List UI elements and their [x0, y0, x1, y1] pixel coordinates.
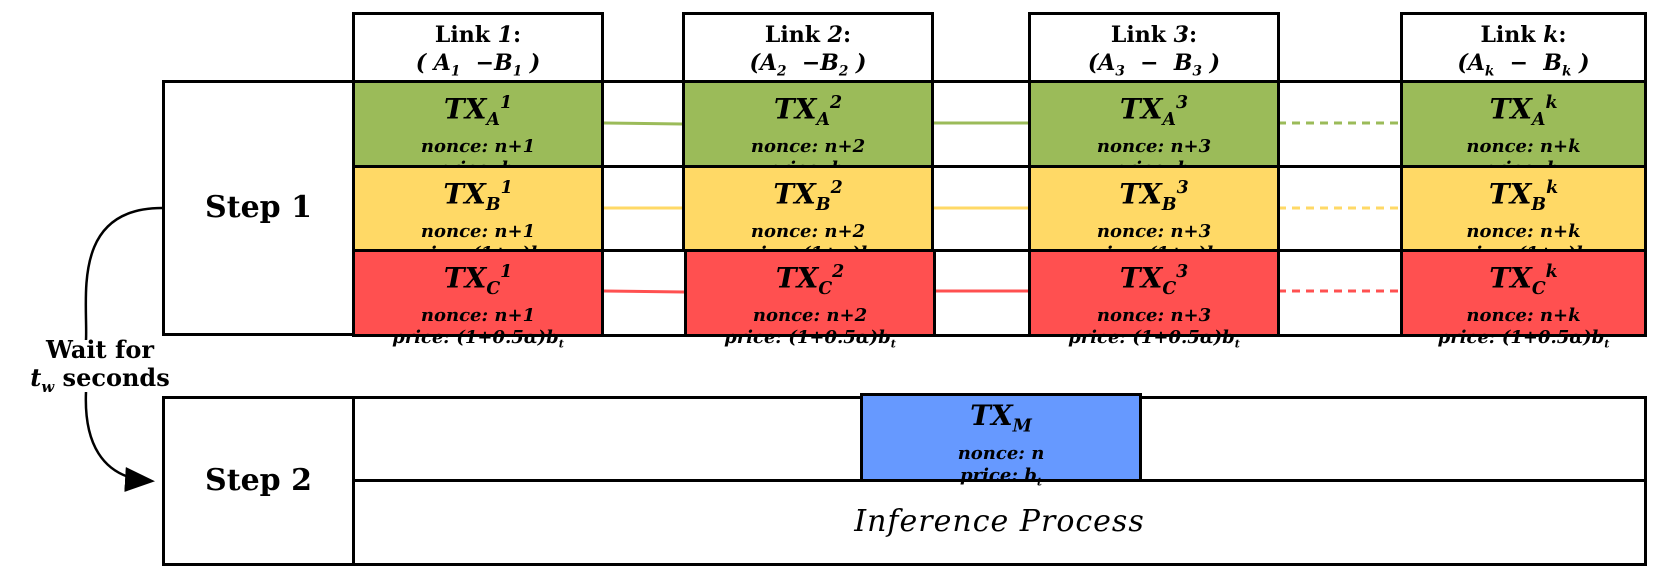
- wait-line1: Wait for: [46, 335, 154, 364]
- link-1-header: Link 1: ( A1 −B1 ): [352, 12, 604, 83]
- link-1-pair: ( A1 −B1 ): [415, 50, 541, 80]
- tx-c-1-name: TXC1: [443, 261, 513, 299]
- tx-c-k: TXCk nonce: n+k price: (1+0.5α)bt: [1400, 249, 1647, 351]
- tx-b-k-nonce: nonce: n+k: [1466, 220, 1581, 242]
- tx-b-3-name: TXB3: [1119, 177, 1189, 215]
- tx-c-1-price: price: (1+0.5α)bt: [392, 326, 564, 351]
- tx-c-1: TXC1 nonce: n+1 price: (1+0.5α)bt: [352, 249, 604, 351]
- tx-b-3-nonce: nonce: n+3: [1096, 220, 1212, 242]
- tx-b-1-name: TXB1: [443, 177, 513, 215]
- tx-a-2-name: TXA2: [773, 92, 843, 130]
- tx-a-1-name: TXA1: [443, 92, 513, 130]
- tx-b-3: TXB3 nonce: n+3 price: (1+α)bt: [1028, 165, 1280, 267]
- tx-m-name: TXM: [970, 399, 1032, 437]
- tx-b-k: TXBk nonce: n+k price: (1+α)bt: [1400, 165, 1647, 267]
- link-k-pair: (Ak − Bk ): [1457, 50, 1590, 80]
- link-3-header: Link 3: (A3 − B3 ): [1028, 12, 1280, 83]
- tx-c-2-nonce: nonce: n+2: [752, 304, 868, 326]
- link-k-title: Link k:: [1480, 22, 1567, 48]
- tx-a-1-nonce: nonce: n+1: [420, 135, 536, 157]
- tx-b-1-nonce: nonce: n+1: [420, 220, 536, 242]
- tx-c-3-nonce: nonce: n+3: [1096, 304, 1212, 326]
- tx-c-2: TXC2 nonce: n+2 price: (1+0.5α)bt: [684, 249, 936, 351]
- tx-a-2-nonce: nonce: n+2: [750, 135, 866, 157]
- link-3-pair: (A3 − B3 ): [1087, 50, 1221, 80]
- tx-a-3-nonce: nonce: n+3: [1096, 135, 1212, 157]
- step1-label: Step 1: [205, 190, 312, 225]
- step1-band-mid2: [352, 249, 1647, 252]
- tx-c-k-price: price: (1+0.5α)bt: [1437, 326, 1610, 351]
- tx-c-3-price: price: (1+0.5α)bt: [1068, 326, 1240, 351]
- wait-arrow: [84, 206, 163, 341]
- tx-b-2: TXB2 nonce: n+2 price: (1+α)bt: [682, 165, 934, 267]
- tx-a-3: TXA3 nonce: n+3 price: bt: [1028, 80, 1280, 182]
- tx-c-2-price: price: (1+0.5α)bt: [724, 326, 896, 351]
- connector-c-1-2: [603, 289, 685, 294]
- tx-m: TXM nonce: n price: bt: [860, 393, 1142, 488]
- step1-box: Step 1: [162, 80, 355, 336]
- link-2-header: Link 2: (A2 −B2 ): [682, 12, 934, 83]
- step1-band-top: [352, 80, 1647, 83]
- tx-b-k-name: TXBk: [1488, 177, 1559, 215]
- tx-a-1: TXA1 nonce: n+1 price: bt: [352, 80, 604, 182]
- tx-c-k-name: TXCk: [1489, 261, 1558, 299]
- step2-box: Step 2: [162, 396, 355, 566]
- link-2-title: Link 2:: [764, 22, 852, 48]
- tx-b-1: TXB1 nonce: n+1 price: (1+α)bt: [352, 165, 604, 267]
- tx-c-1-nonce: nonce: n+1: [420, 304, 536, 326]
- tx-b-2-name: TXB2: [773, 177, 843, 215]
- tx-m-nonce: nonce: n: [957, 442, 1045, 464]
- inference-box: Inference Process: [352, 479, 1647, 566]
- link-k-header: Link k: (Ak − Bk ): [1400, 12, 1647, 83]
- tx-c-k-nonce: nonce: n+k: [1466, 304, 1581, 326]
- tx-a-k-nonce: nonce: n+k: [1466, 135, 1581, 157]
- wait-line2: tw seconds: [30, 363, 170, 396]
- tx-c-3-name: TXC3: [1119, 261, 1189, 299]
- tx-a-2: TXA2 nonce: n+2 price: bt: [682, 80, 934, 182]
- tx-a-k: TXAk nonce: n+k price: bt: [1400, 80, 1647, 182]
- wait-text: Wait for tw seconds: [0, 336, 200, 401]
- step1-band-mid1: [352, 165, 1647, 168]
- link-3-title: Link 3:: [1110, 22, 1198, 48]
- tx-a-3-name: TXA3: [1119, 92, 1189, 130]
- tx-c-3: TXC3 nonce: n+3 price: (1+0.5α)bt: [1028, 249, 1280, 351]
- tx-a-k-name: TXAk: [1489, 92, 1558, 130]
- step1-band-bottom: [352, 334, 1647, 337]
- tx-c-2-name: TXC2: [775, 261, 845, 299]
- step2-label: Step 2: [205, 463, 312, 498]
- tx-b-2-nonce: nonce: n+2: [750, 220, 866, 242]
- link-2-pair: (A2 −B2 ): [749, 50, 867, 80]
- inference-label: Inference Process: [854, 504, 1145, 539]
- wait-arrow-tail: [84, 391, 155, 492]
- link-1-title: Link 1:: [434, 22, 522, 48]
- connector-a-1-2: [603, 121, 683, 126]
